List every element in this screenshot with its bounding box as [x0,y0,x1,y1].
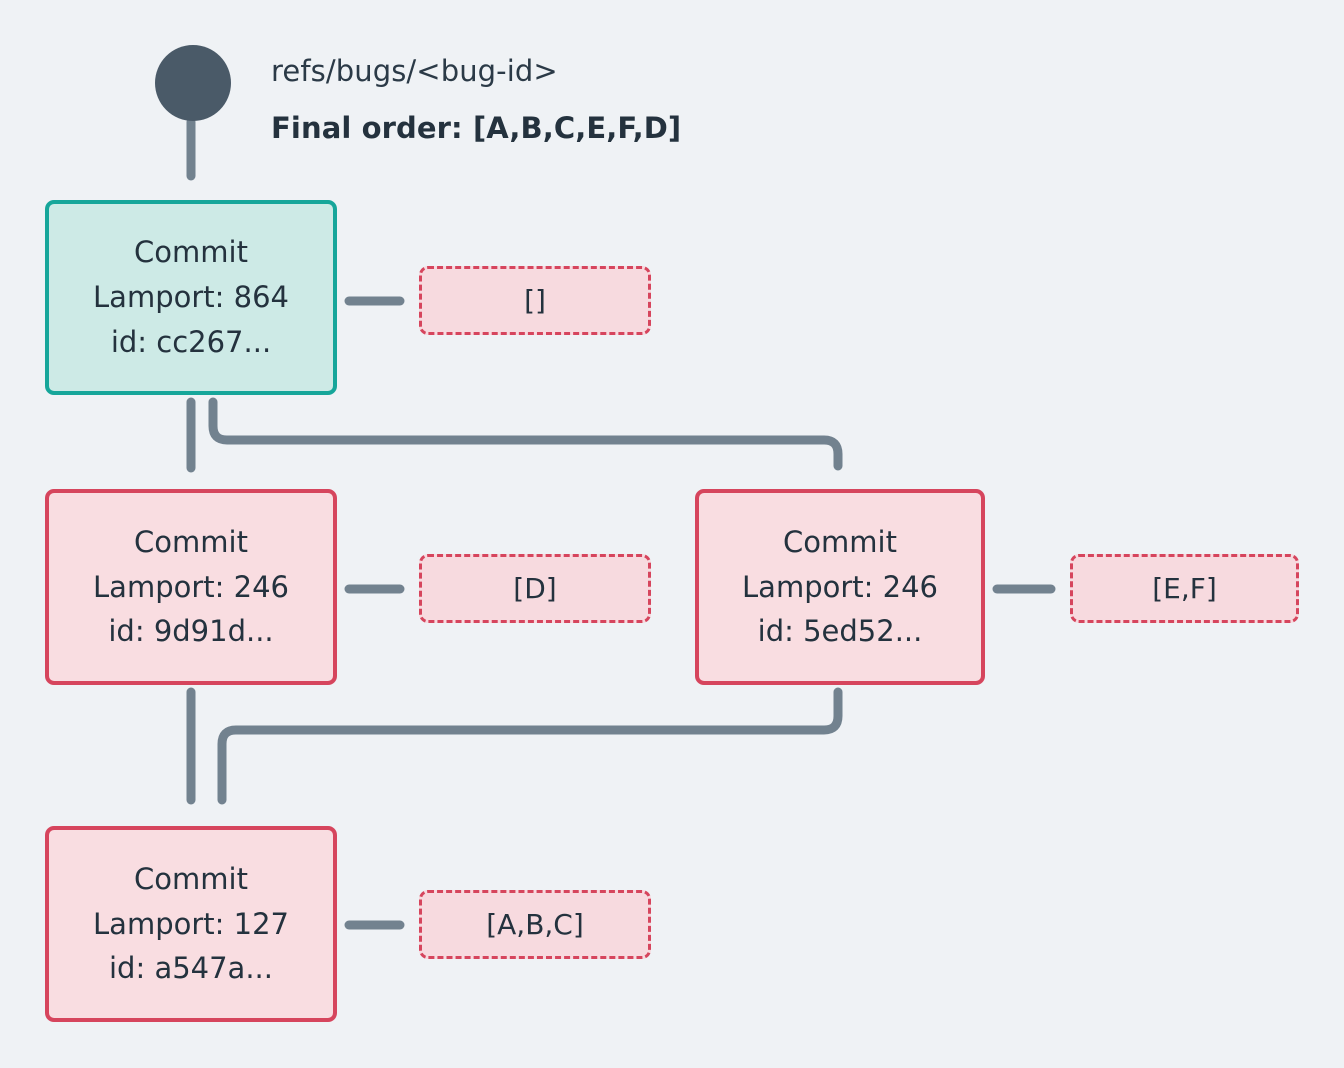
commit-id: id: cc267... [110,324,272,359]
edge-cc267-to-5ed52 [208,397,843,471]
commit-id: id: 9d91d... [108,614,274,649]
commit-title: Commit [783,524,897,559]
oplist-box-d: [D] [419,554,651,623]
oplist-box-abc: [A,B,C] [419,890,651,959]
commit-node-5ed52[interactable]: Commit Lamport: 246 id: 5ed52... [695,489,985,685]
commit-id: id: a547a... [108,951,273,986]
commit-node-cc267[interactable]: Commit Lamport: 864 id: cc267... [45,200,337,395]
commit-id: id: 5ed52... [757,614,923,649]
commit-title: Commit [134,524,248,559]
oplist-box-ef: [E,F] [1070,554,1299,623]
commit-title: Commit [134,861,248,896]
commit-lamport: Lamport: 246 [93,569,289,604]
commit-lamport: Lamport: 246 [742,569,938,604]
commit-title: Commit [134,235,248,270]
edge-5ed52-to-a547a [217,687,843,805]
ref-path-label: refs/bugs/<bug-id> [271,54,558,88]
oplist-box-empty: [] [419,266,651,335]
root-ref-dot [155,45,231,121]
commit-node-a547a[interactable]: Commit Lamport: 127 id: a547a... [45,826,337,1022]
commit-lamport: Lamport: 127 [93,906,289,941]
final-order-label: Final order: [A,B,C,E,F,D] [271,111,682,145]
commit-node-9d91d[interactable]: Commit Lamport: 246 id: 9d91d... [45,489,337,685]
commit-lamport: Lamport: 864 [93,280,289,315]
